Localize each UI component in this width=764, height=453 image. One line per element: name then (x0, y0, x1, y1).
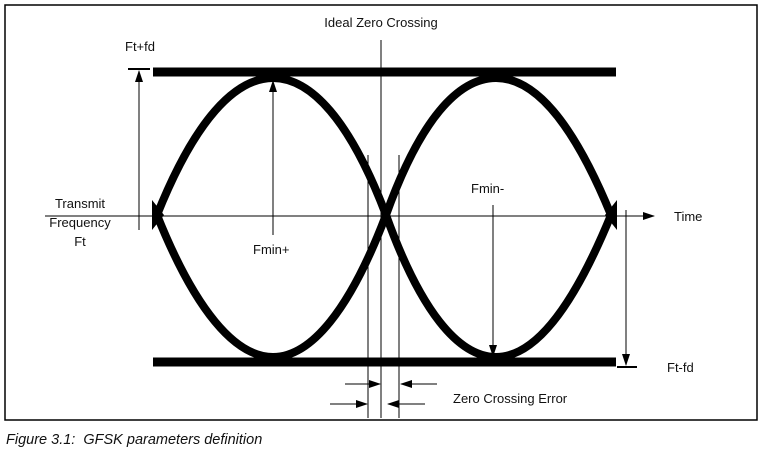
transmit-frequency-label-line3: Ft (74, 234, 86, 249)
eye-curves (153, 73, 615, 362)
fmin-minus-label: Fmin- (471, 181, 504, 196)
transmit-frequency-label-line1: Transmit (55, 196, 105, 211)
eye-curve-lower-left (153, 211, 390, 362)
ft-minus-fd-label: Ft-fd (667, 360, 694, 375)
figure-frame (4, 4, 758, 421)
eye-curve-upper-right (382, 73, 615, 219)
ft-plus-fd-label: Ft+fd (125, 39, 155, 54)
eye-curve-lower-right (382, 211, 615, 362)
zero-crossing-error-label: Zero Crossing Error (453, 391, 568, 406)
ideal-zero-crossing-label: Ideal Zero Crossing (324, 15, 437, 30)
figure-caption: Figure 3.1: GFSK parameters definition (6, 432, 262, 448)
left-eye-tip (152, 200, 164, 230)
time-axis-label: Time (674, 209, 702, 224)
transmit-frequency-label-line2: Frequency (49, 215, 111, 230)
fmin-plus-label: Fmin+ (253, 242, 289, 257)
right-eye-tip (605, 200, 617, 230)
eye-curve-upper-left (153, 73, 390, 219)
